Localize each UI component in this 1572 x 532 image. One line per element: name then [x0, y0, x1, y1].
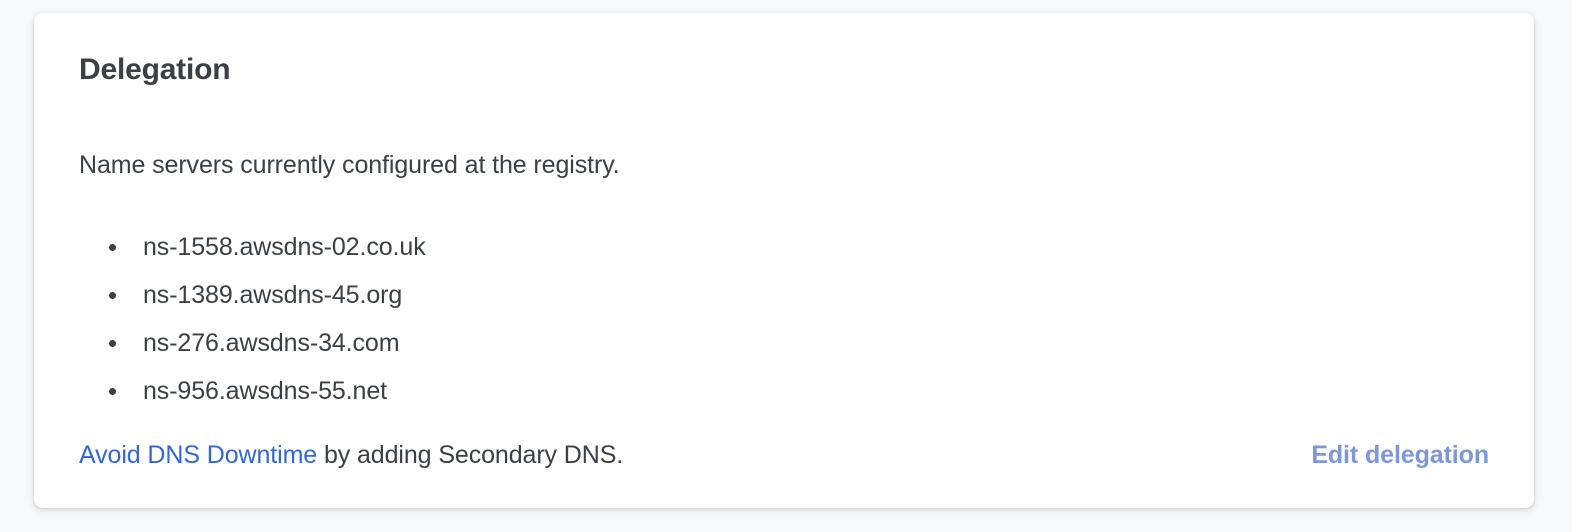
bullet-icon	[109, 388, 116, 395]
card-footer: Avoid DNS Downtime by adding Secondary D…	[79, 433, 1489, 477]
list-item: ns-276.awsdns-34.com	[79, 319, 426, 367]
bullet-icon	[109, 340, 116, 347]
card-description: Name servers currently configured at the…	[79, 151, 620, 179]
avoid-dns-downtime-link[interactable]: Avoid DNS Downtime	[79, 441, 318, 469]
list-item: ns-956.awsdns-55.net	[79, 367, 426, 415]
secondary-dns-promo: Avoid DNS Downtime by adding Secondary D…	[79, 438, 623, 472]
edit-delegation-button[interactable]: Edit delegation	[1311, 440, 1489, 469]
bullet-icon	[109, 244, 116, 251]
name-server-list: ns-1558.awsdns-02.co.uk ns-1389.awsdns-4…	[79, 223, 426, 415]
name-server-value: ns-276.awsdns-34.com	[143, 329, 400, 357]
list-item: ns-1558.awsdns-02.co.uk	[79, 223, 426, 271]
bullet-icon	[109, 292, 116, 299]
name-server-value: ns-1389.awsdns-45.org	[143, 281, 403, 309]
name-server-value: ns-956.awsdns-55.net	[143, 377, 387, 405]
secondary-dns-promo-text: by adding Secondary DNS.	[317, 441, 624, 469]
name-server-value: ns-1558.awsdns-02.co.uk	[143, 233, 426, 261]
page-title: Delegation	[79, 53, 231, 86]
list-item: ns-1389.awsdns-45.org	[79, 271, 426, 319]
delegation-card: Delegation Name servers currently config…	[34, 13, 1534, 508]
